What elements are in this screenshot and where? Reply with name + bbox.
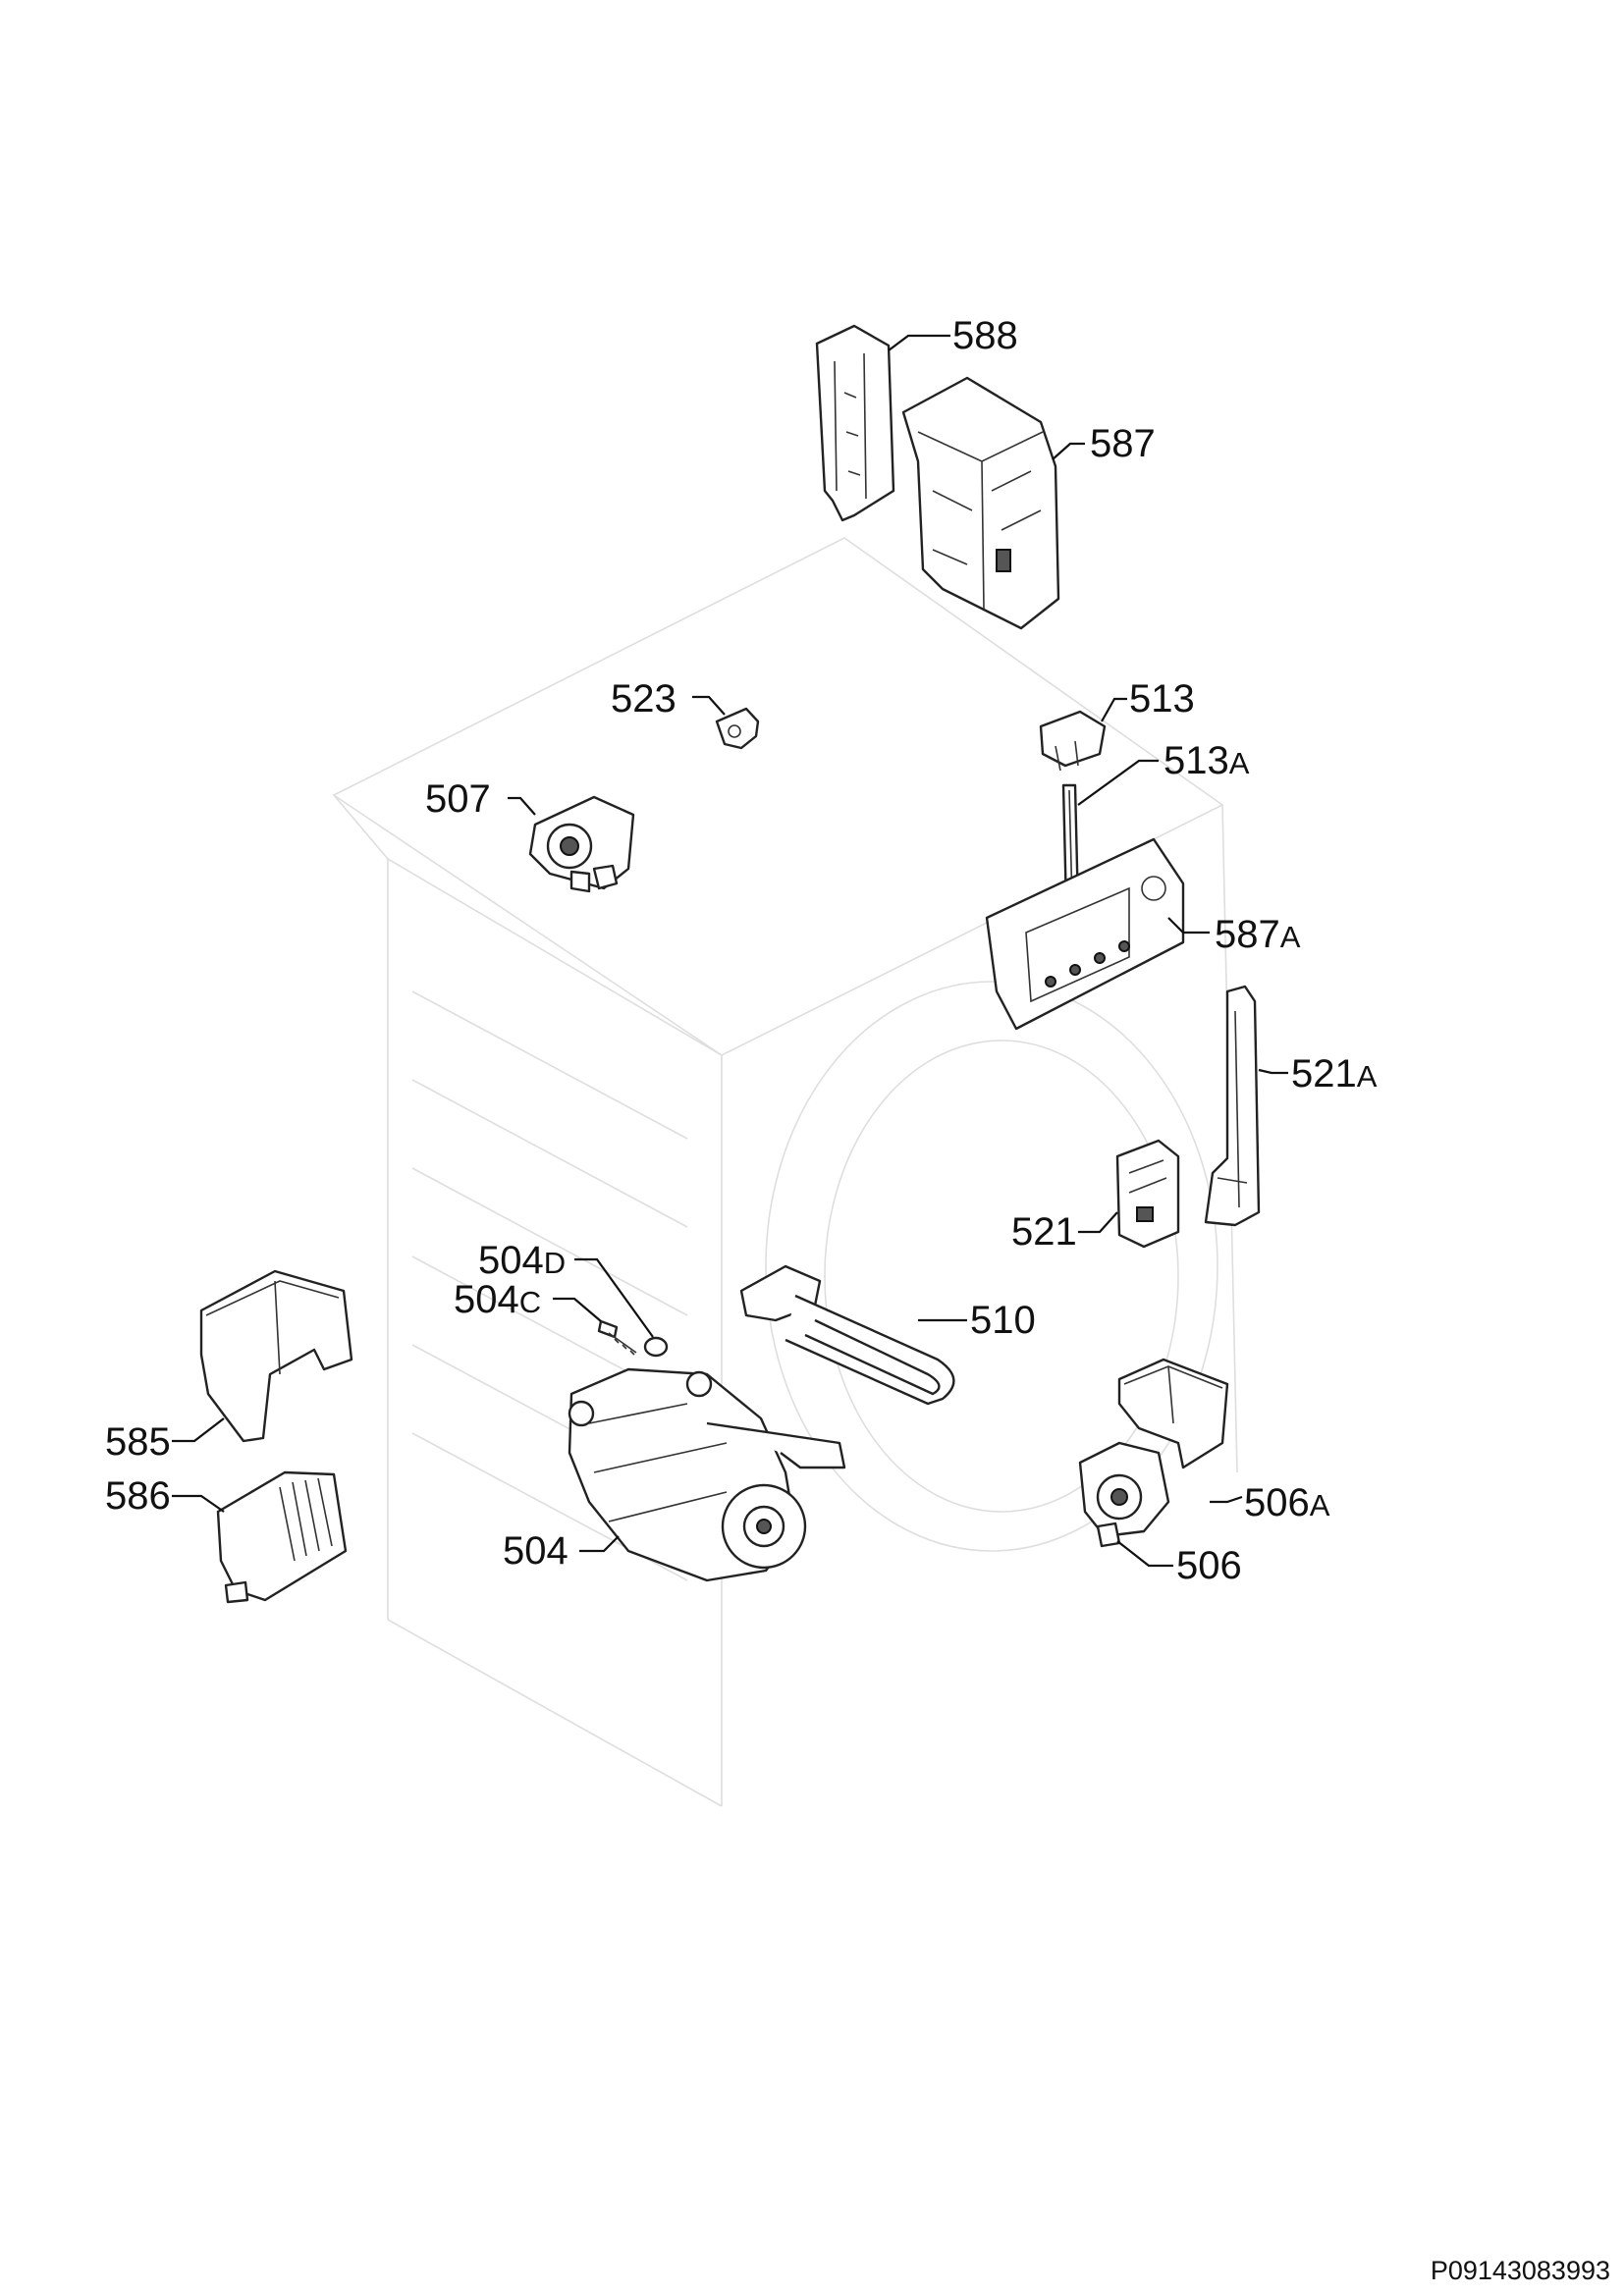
label-588: 588 (952, 314, 1018, 357)
label-507: 507 (425, 777, 491, 821)
part-588[interactable] (815, 324, 895, 522)
part-504c[interactable] (597, 1319, 637, 1356)
label-523: 523 (611, 677, 677, 721)
label-521: 521 (1011, 1210, 1077, 1254)
part-523[interactable] (715, 707, 760, 750)
part-586[interactable] (216, 1470, 348, 1604)
label-513a: 513A (1164, 739, 1250, 782)
label-510: 510 (970, 1299, 1036, 1342)
part-587a[interactable] (985, 837, 1185, 1031)
part-521a[interactable] (1204, 985, 1261, 1227)
label-504c: 504C (454, 1278, 541, 1321)
part-504[interactable] (568, 1367, 846, 1582)
part-506[interactable] (1078, 1441, 1170, 1548)
label-506a: 506A (1244, 1481, 1330, 1524)
leader-lines (172, 334, 1288, 1568)
label-521a: 521A (1291, 1052, 1378, 1095)
part-504d[interactable] (643, 1336, 669, 1358)
part-506a[interactable] (1117, 1358, 1229, 1469)
part-507[interactable] (528, 795, 635, 893)
part-510[interactable] (739, 1264, 955, 1406)
label-587: 587 (1090, 422, 1156, 465)
part-587[interactable] (901, 376, 1060, 630)
part-labels: 588 587 523 513 513A 507 587A 521A 521 5… (105, 314, 1378, 1587)
label-585: 585 (105, 1420, 171, 1464)
document-code: P09143083993 (1430, 2256, 1610, 2285)
label-586: 586 (105, 1474, 171, 1518)
part-585[interactable] (199, 1269, 353, 1443)
label-506: 506 (1176, 1544, 1242, 1587)
part-513[interactable] (1039, 710, 1107, 772)
label-504: 504 (503, 1529, 568, 1573)
part-521[interactable] (1115, 1139, 1180, 1249)
label-504d: 504D (478, 1239, 566, 1282)
label-513: 513 (1129, 677, 1195, 721)
label-587a: 587A (1215, 913, 1301, 956)
